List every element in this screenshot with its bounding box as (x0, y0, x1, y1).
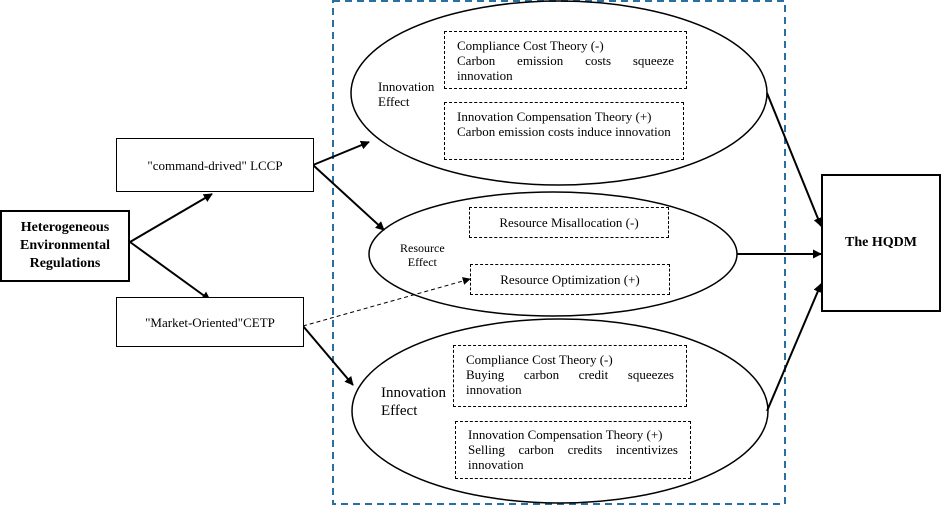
resource-label-line-1: Resource (400, 241, 445, 255)
heterogeneous-regulations-box: Heterogeneous Environmental Regulations (0, 210, 130, 282)
resource-misallocation-box: Resource Misallocation (-) (469, 207, 669, 238)
innovation-top-label-line-2: Effect (378, 94, 410, 109)
innovation-bottom-label-line-1: Innovation (381, 385, 446, 401)
resource-label-line-2: Effect (407, 255, 437, 269)
compensation-top-text: Carbon emission costs induce innovation (457, 124, 671, 139)
command-lccp-box: "command-drived" LCCP (116, 138, 314, 192)
hqdm-label: The HQDM (845, 235, 917, 250)
arrow-command-to-resource (312, 164, 385, 231)
innovation-compensation-bottom-box: Innovation Compensation Theory (+) Selli… (455, 421, 691, 479)
arrow-market-to-optimization (302, 277, 471, 327)
compliance-top-title: Compliance Cost Theory (-) (457, 38, 604, 53)
hqdm-box: The HQDM (821, 174, 941, 312)
resource-optimization-box: Resource Optimization (+) (470, 264, 670, 295)
arrow-market-to-innovation-bottom (302, 325, 354, 386)
compensation-bottom-title: Innovation Compensation Theory (+) (468, 427, 663, 442)
compliance-top-text: Carbon emission costs squeeze innovation (457, 53, 674, 83)
compliance-bottom-title: Compliance Cost Theory (-) (466, 352, 613, 367)
resource-effect-label: Resource Effect (400, 241, 445, 269)
command-lccp-label: "command-drived" LCCP (147, 157, 283, 173)
innovation-effect-top-label: Innovation Effect (378, 79, 434, 109)
regulations-line-1: Heterogeneous (20, 220, 110, 235)
innovation-top-label-line-1: Innovation (378, 79, 435, 94)
compensation-bottom-text: Selling carbon credits incentivizes inno… (468, 442, 678, 472)
arrow-innovation-bottom-to-hqdm (766, 283, 822, 412)
arrow-command-to-innovation-top (312, 140, 370, 166)
arrow-innovation-top-to-hqdm (766, 92, 823, 227)
arrow-regulations-to-market (129, 241, 211, 301)
regulations-line-3: Regulations (29, 256, 101, 271)
resource-misallocation-label: Resource Misallocation (-) (499, 215, 639, 230)
innovation-compensation-top-box: Innovation Compensation Theory (+) Carbo… (444, 102, 684, 160)
compliance-bottom-text: Buying carbon credit squeezes innovation (466, 367, 674, 397)
market-cetp-label: "Market-Oriented"CETP (145, 314, 275, 330)
innovation-bottom-label-line-2: Effect (381, 403, 418, 419)
arrow-regulations-to-command (129, 193, 213, 243)
regulations-line-2: Environmental (20, 238, 110, 253)
compliance-cost-bottom-box: Compliance Cost Theory (-) Buying carbon… (453, 345, 687, 407)
innovation-effect-bottom-label: Innovation Effect (381, 384, 446, 420)
compensation-top-title: Innovation Compensation Theory (+) (457, 109, 652, 124)
analysis-frame (332, 0, 786, 505)
market-cetp-box: "Market-Oriented"CETP (116, 297, 304, 347)
compliance-cost-top-box: Compliance Cost Theory (-) Carbon emissi… (444, 31, 687, 89)
resource-optimization-label: Resource Optimization (+) (500, 272, 640, 287)
